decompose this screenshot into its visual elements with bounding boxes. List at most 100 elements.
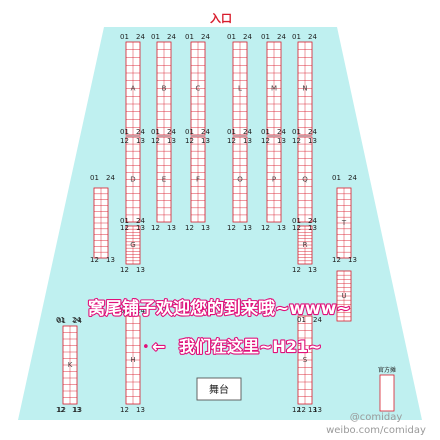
booth-number-label: 12: [57, 406, 66, 414]
booth-number-label: 12: [292, 266, 301, 274]
booth-number-label: 01: [120, 128, 129, 136]
booth-row-k[interactable]: K: [62, 325, 78, 405]
exhibition-hall-floor: [18, 27, 422, 420]
booth-number-label: 13: [308, 137, 317, 145]
booth-row-h[interactable]: H: [125, 315, 141, 405]
booth-number-label: 24: [73, 317, 82, 325]
booth-row-g[interactable]: G: [125, 225, 141, 265]
booth-row-d[interactable]: D: [125, 136, 141, 223]
entrance-label: 入口: [210, 12, 232, 25]
booth-number-label: 13: [72, 406, 81, 414]
row-letter: O: [237, 176, 243, 184]
booth-number-label: 24: [243, 33, 252, 41]
booth-number-label: 24: [167, 33, 176, 41]
booth-row-n[interactable]: N: [297, 41, 313, 136]
booth-number-label: 13: [136, 266, 145, 274]
row-letter: D: [130, 176, 135, 184]
booth-row-m[interactable]: M: [266, 41, 282, 136]
booth-number-label: 13: [277, 137, 286, 145]
row-letter: M: [271, 85, 277, 93]
row-letter: L: [238, 85, 242, 93]
booth-row-u[interactable]: U: [336, 270, 352, 322]
booth-number-label: 24: [136, 217, 145, 225]
booth-number-label: 24: [136, 128, 145, 136]
stage-label: 舞台: [209, 383, 229, 396]
booth-number-label: 01: [120, 217, 129, 225]
booth-number-label: 12: [261, 224, 270, 232]
booth-number-label: 13: [308, 266, 317, 274]
location-dot: •: [142, 340, 150, 355]
booth-number-label: 01: [227, 33, 236, 41]
booth-number-label: 24: [308, 307, 317, 315]
booth-number-label: 12: [227, 224, 236, 232]
booth-number-label: 24: [308, 33, 317, 41]
welcome-annotation: 窝尾铺子欢迎您的到来哦~www~: [88, 298, 351, 319]
booth-row-q[interactable]: Q: [297, 136, 313, 223]
booth-number-label: 24: [106, 174, 115, 182]
booth-row-e[interactable]: E: [156, 136, 172, 223]
row-letter: N: [302, 85, 307, 93]
booth-number-label: 13: [277, 224, 286, 232]
row-letter: T: [341, 219, 347, 227]
booth-row-p[interactable]: P: [266, 136, 282, 223]
booth-row-a[interactable]: A: [125, 41, 141, 136]
booth-number-label: 01: [120, 33, 129, 41]
booth-row-extra[interactable]: [93, 187, 109, 259]
row-letter: S: [303, 356, 308, 364]
booth-number-label: 01: [332, 174, 341, 182]
row-letter: Q: [302, 176, 308, 184]
booth-number-label: 24: [243, 128, 252, 136]
booth-row-s[interactable]: S: [297, 315, 313, 405]
booth-number-label: 13: [308, 224, 317, 232]
booth-number-label: 12: [261, 137, 270, 145]
stage-box: [196, 377, 242, 401]
booth-number-label: 01: [261, 33, 270, 41]
booth-number-label: 01: [120, 307, 129, 315]
booth-number-label: 01: [57, 317, 66, 325]
booth-number-label: 24: [136, 307, 145, 315]
booth-number-label: 01: [292, 33, 301, 41]
arrow-left-icon: ←: [152, 337, 165, 356]
booth-row-o[interactable]: O: [232, 136, 248, 223]
booth-row-r[interactable]: R: [297, 225, 313, 265]
booth-row-t[interactable]: T: [336, 187, 352, 259]
booth-row-c[interactable]: C: [190, 41, 206, 136]
booth-number-label: 12: [151, 224, 160, 232]
booth-row-l[interactable]: L: [232, 41, 248, 136]
booth-number-label: 12: [120, 266, 129, 274]
booth-row-f[interactable]: F: [190, 136, 206, 223]
booth-number-label: 12: [292, 137, 301, 145]
booth-number-label: 12: [185, 137, 194, 145]
watermark-url: weibo.com/comiday: [326, 425, 426, 436]
row-letter: U: [341, 292, 346, 300]
booth-number-label: 01: [261, 128, 270, 136]
row-letter: B: [162, 85, 167, 93]
booth-number-label: 24: [201, 128, 210, 136]
booth-number-label: 01: [292, 128, 301, 136]
booth-number-label: 24: [72, 316, 81, 324]
booth-number-label: 01: [227, 128, 236, 136]
booth-number-label: 12: [90, 256, 99, 264]
booth-number-label: 01: [90, 174, 99, 182]
booth-number-label: 12: [297, 406, 306, 414]
official-booth[interactable]: 官方摊: [378, 366, 396, 412]
booth-number-label: 24: [167, 128, 176, 136]
booth-number-label: 13: [201, 137, 210, 145]
official-booth-box: [379, 374, 395, 412]
official-booth-label: 官方摊: [378, 366, 396, 374]
booth-number-label: 13: [243, 224, 252, 232]
booth-number-label: 13: [106, 256, 115, 264]
booth-number-label: 13: [136, 406, 145, 414]
booth-number-label: 12: [227, 137, 236, 145]
booth-row-b[interactable]: B: [156, 41, 172, 136]
booth-number-label: 12: [56, 406, 65, 414]
booth-number-label: 24: [348, 174, 357, 182]
booth-number-label: 24: [277, 33, 286, 41]
booth-number-label: 12: [292, 406, 301, 414]
row-letter: C: [196, 85, 201, 93]
stage[interactable]: 舞台: [196, 377, 242, 401]
row-letter: H: [130, 356, 135, 364]
row-letter: A: [131, 85, 136, 93]
